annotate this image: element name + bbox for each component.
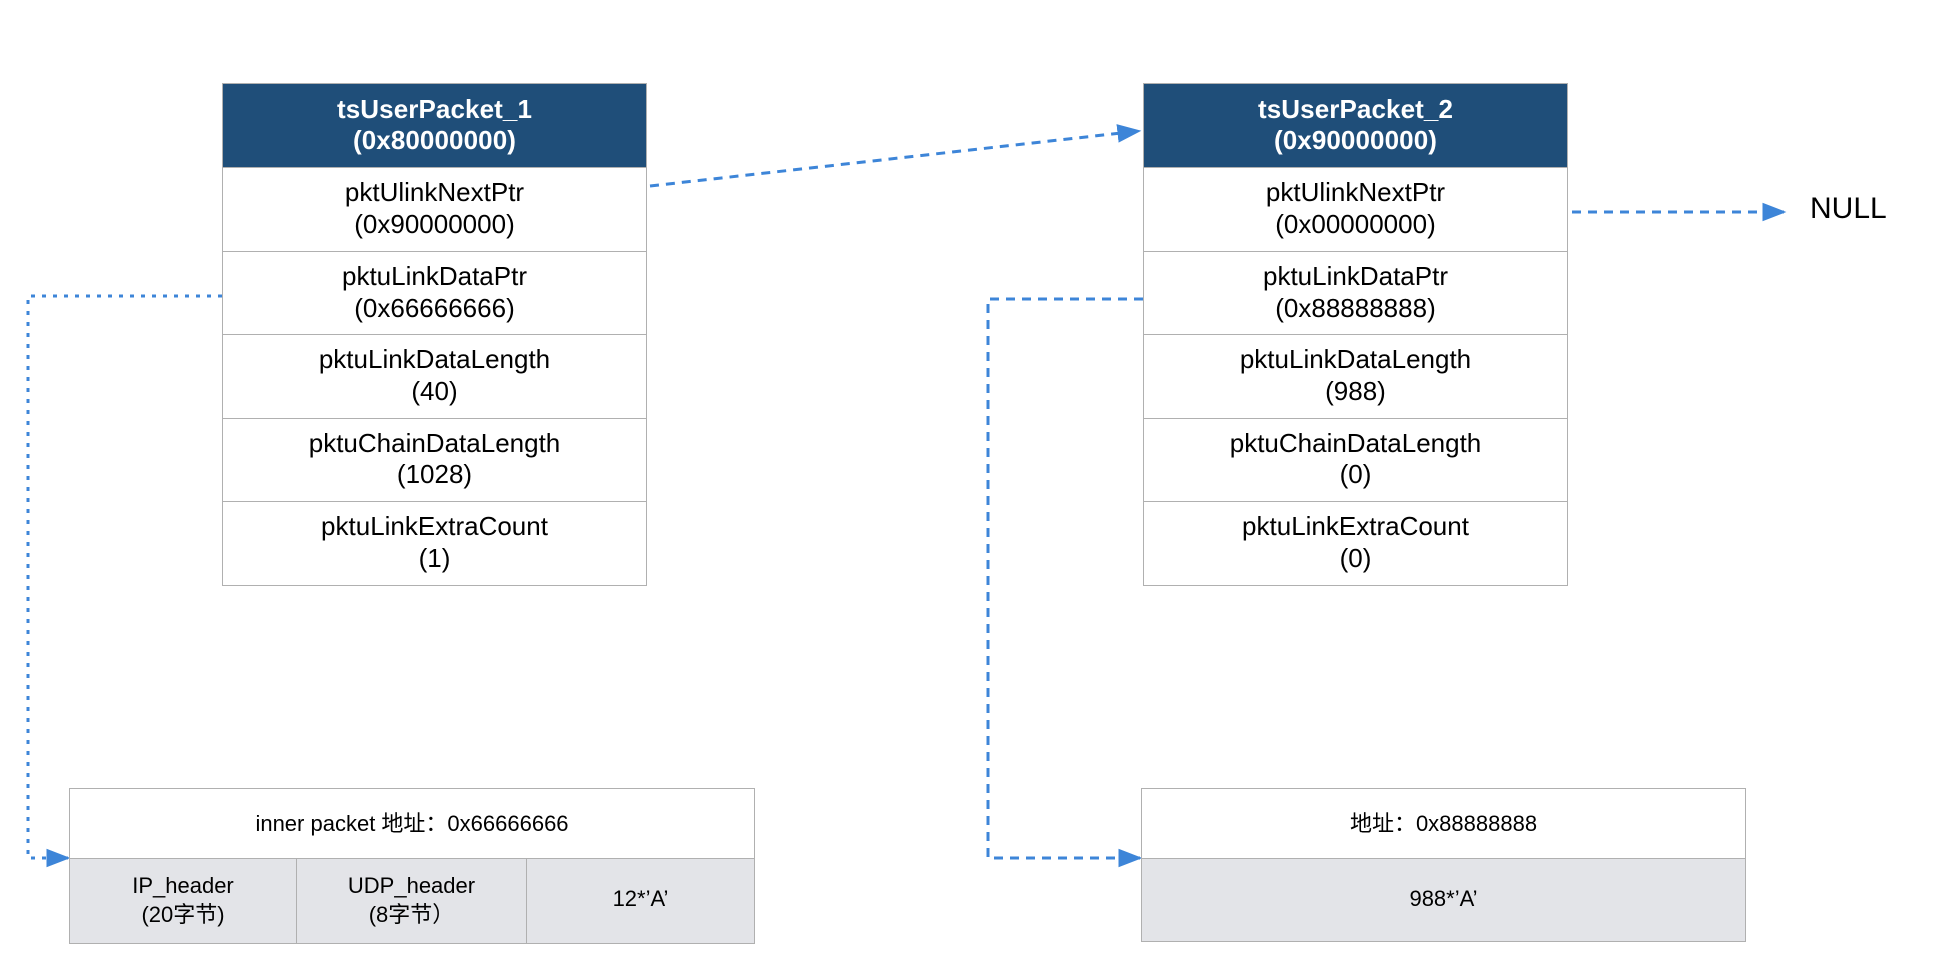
buffer-table-inner-packet: inner packet 地址：0x66666666 IP_header (20…: [69, 788, 755, 944]
segment-label: 988*’A’: [1409, 886, 1478, 912]
struct-row: pktUlinkNextPtr (0x00000000): [1144, 167, 1567, 250]
struct-header-address: (0x90000000): [1273, 125, 1438, 156]
field-value: (988): [1325, 375, 1386, 406]
field-name: pktuLinkDataPtr: [1263, 260, 1448, 291]
field-value: (0): [1339, 542, 1372, 573]
field-name: pktuLinkDataLength: [1239, 344, 1472, 375]
segment-sublabel: (8字节）: [368, 901, 455, 927]
struct-header-name: tsUserPacket_1: [336, 94, 533, 124]
struct-table-packet-2: tsUserPacket_2 (0x90000000) pktUlinkNext…: [1143, 83, 1568, 586]
buffer-segment: UDP_header (8字节）: [296, 859, 526, 943]
field-value: (0): [1339, 459, 1372, 490]
field-name: pktuLinkExtraCount: [321, 511, 548, 542]
buffer-segments: 988*’A’: [1142, 858, 1745, 941]
field-name: pktUlinkNextPtr: [1265, 177, 1446, 208]
struct-header-packet-1: tsUserPacket_1 (0x80000000): [223, 84, 646, 168]
struct-row: pktuChainDataLength (0): [1144, 417, 1567, 501]
buffer-caption: 地址：0x88888888: [1349, 811, 1538, 836]
struct-row: pktuLinkDataPtr (0x66666666): [223, 250, 646, 334]
struct-row: pktuLinkExtraCount (1): [223, 501, 646, 584]
connector-next-ptr-1-to-packet2: [649, 124, 1142, 188]
field-name: pktuLinkExtraCount: [1242, 511, 1469, 542]
buffer-caption: inner packet 地址：0x66666666: [255, 811, 569, 836]
buffer-segments: IP_header (20字节) UDP_header (8字节） 12*’A’: [70, 858, 754, 943]
buffer-segment: 12*’A’: [526, 859, 754, 943]
segment-sublabel: (20字节): [141, 901, 225, 927]
field-name: pktuLinkDataLength: [318, 344, 551, 375]
field-value: (40): [411, 375, 458, 406]
struct-header-name: tsUserPacket_2: [1257, 94, 1454, 124]
struct-row: pktuChainDataLength (1028): [223, 417, 646, 501]
field-value: (0x66666666): [354, 292, 515, 323]
null-terminator-label: NULL: [1810, 192, 1887, 225]
field-name: pktUlinkNextPtr: [344, 177, 525, 208]
segment-label: IP_header: [132, 873, 234, 899]
struct-header-address: (0x80000000): [352, 125, 517, 156]
struct-row: pktuLinkDataLength (40): [223, 334, 646, 417]
field-value: (0x00000000): [1275, 209, 1436, 240]
field-value: (0x88888888): [1275, 292, 1436, 323]
field-name: pktuChainDataLength: [308, 427, 561, 458]
struct-table-packet-1: tsUserPacket_1 (0x80000000) pktUlinkNext…: [222, 83, 647, 586]
segment-label: UDP_header: [347, 873, 476, 899]
field-name: pktuLinkDataPtr: [342, 260, 527, 291]
buffer-segment: IP_header (20字节): [70, 859, 296, 942]
connector-data-ptr-2-to-buffer2: [986, 297, 1143, 868]
struct-header-packet-2: tsUserPacket_2 (0x90000000): [1144, 84, 1567, 168]
buffer-segment: 988*’A’: [1142, 859, 1745, 940]
field-value: (0x90000000): [354, 209, 515, 240]
struct-row: pktuLinkDataPtr (0x88888888): [1144, 250, 1567, 334]
struct-row: pktUlinkNextPtr (0x90000000): [223, 167, 646, 250]
field-name: pktuChainDataLength: [1229, 427, 1482, 458]
connector-data-ptr-1-to-buffer1: [26, 294, 222, 868]
field-value: (1): [418, 542, 451, 573]
struct-row: pktuLinkExtraCount (0): [1144, 501, 1567, 584]
segment-label: 12*’A’: [612, 886, 669, 912]
struct-row: pktuLinkDataLength (988): [1144, 334, 1567, 417]
buffer-table-packet2-data: 地址：0x88888888 988*’A’: [1141, 788, 1746, 942]
field-value: (1028): [396, 459, 473, 490]
